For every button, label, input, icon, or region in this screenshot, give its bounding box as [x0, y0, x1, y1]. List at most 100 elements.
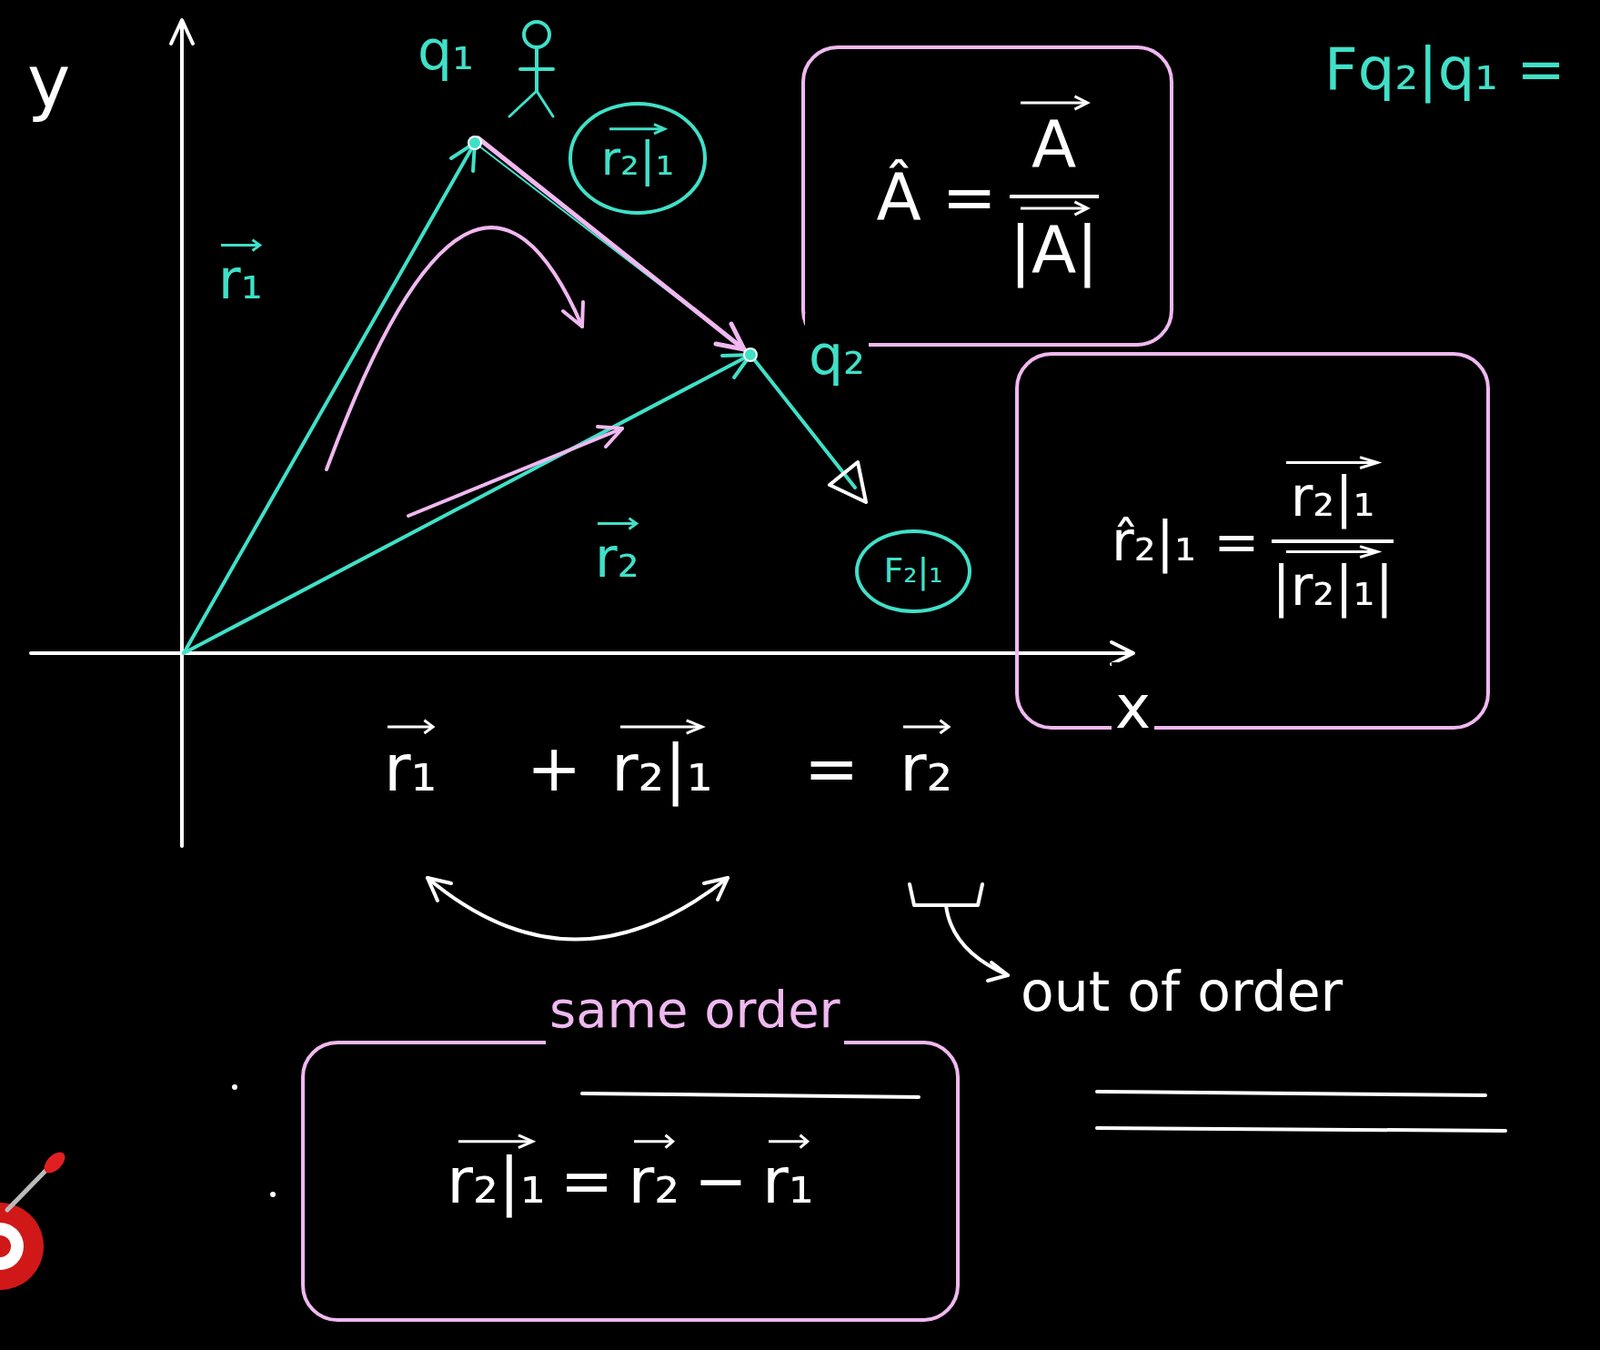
hook-arrow — [945, 905, 1008, 976]
vector-arrow — [387, 719, 434, 735]
vector-arrow — [1074, 201, 1087, 215]
formula-box: r̂₂|₁ =r₂|₁|r₂|₁| — [1015, 352, 1490, 730]
vector-arrow — [1020, 100, 1087, 104]
vector-arrow — [768, 1134, 808, 1148]
curved-arrow — [326, 227, 583, 470]
formula-text: = — [560, 1133, 614, 1229]
formula-text: A — [1009, 94, 1099, 193]
vector-arrow — [768, 1140, 807, 1144]
vector-arrow — [387, 725, 433, 729]
vector-arrow — [221, 239, 261, 252]
circled-vector: r₂|₁ — [568, 101, 708, 214]
formula-text: r̂₂|₁ = — [1111, 500, 1259, 583]
charge-label: q₂ — [805, 313, 869, 396]
formula-text: r₁ — [762, 1133, 815, 1229]
vector-arrow — [628, 518, 636, 530]
arrow-head — [704, 877, 728, 900]
formula-text: − — [694, 1133, 748, 1229]
bracket — [909, 884, 983, 906]
vector-arrow — [1286, 461, 1377, 464]
order-arc — [427, 877, 728, 940]
vector-arrow — [903, 725, 949, 729]
vector-arrow — [458, 1134, 534, 1148]
vector-arrow — [633, 1140, 673, 1144]
force-head — [829, 462, 866, 503]
underline — [1096, 1091, 1486, 1096]
formula-text: Â = — [875, 147, 997, 246]
vector-arrow — [597, 522, 636, 525]
target-icon — [0, 1235, 11, 1258]
vector-arrow — [1074, 96, 1087, 110]
vector-arrow — [654, 124, 665, 134]
vector-arrow — [633, 1134, 674, 1148]
fraction-bar — [1009, 194, 1099, 199]
vector-arrow — [1360, 545, 1379, 557]
formula-text: r₂|₁ — [601, 122, 675, 194]
symbol — [509, 90, 537, 117]
axis-label: x — [1111, 662, 1155, 753]
equation-term: r₂|₁ — [607, 718, 717, 817]
formula-text: F₂|₁ — [883, 544, 943, 597]
equation-term: r₂ — [895, 718, 956, 817]
vector-arrow — [609, 123, 665, 134]
formula-text: |A| — [1009, 200, 1099, 299]
vector-arrow — [1360, 456, 1379, 468]
formula-box: r₂|₁=r₂−r₁ — [301, 1040, 960, 1322]
note: same order — [545, 971, 845, 1048]
arrow-head — [715, 323, 745, 350]
force-expression: Fq₂|q₁ = — [1320, 25, 1570, 113]
vector-arrow — [597, 517, 637, 530]
x-axis — [30, 651, 1133, 655]
charge-dot — [468, 136, 482, 150]
equation-operator: + — [523, 718, 585, 817]
vector-arrow — [686, 720, 703, 734]
formula-box: Â =A|A| — [801, 45, 1174, 347]
underline — [1096, 1127, 1506, 1131]
vector-arrow — [939, 720, 949, 734]
fraction: A|A| — [1009, 94, 1099, 299]
arrow-head — [987, 962, 1008, 981]
equation-term: r₁ — [380, 718, 441, 817]
vector-arrow — [221, 243, 260, 247]
vector-arrow — [1286, 545, 1379, 558]
target-icon — [0, 1202, 44, 1290]
vector-arrow — [799, 1135, 807, 1148]
arrow-head — [563, 301, 584, 327]
dot — [270, 1191, 276, 1198]
formula-text: |r₂|₁| — [1271, 544, 1393, 627]
arrow-head — [597, 426, 623, 447]
vector-arrow — [1020, 95, 1088, 111]
formula-text: r₂ — [627, 1133, 680, 1229]
vector-arrow — [1020, 206, 1087, 210]
underline — [582, 1093, 919, 1097]
vector-arrow — [665, 1135, 674, 1148]
charge-dot — [744, 348, 757, 362]
dart-icon — [40, 1147, 69, 1177]
symbol — [520, 67, 554, 71]
symbol — [523, 21, 550, 48]
symbol — [536, 90, 554, 117]
vector-arrow — [423, 720, 433, 734]
fraction: r₂|₁|r₂|₁| — [1271, 455, 1393, 627]
dart-icon — [7, 1168, 48, 1210]
note: out of order — [1016, 950, 1347, 1033]
position-vector — [183, 354, 751, 654]
vector-arrow — [458, 1140, 533, 1144]
formula-text: r₂|₁ — [446, 1133, 546, 1229]
formula-text: r₂|₁ — [1271, 455, 1393, 538]
vector-label: r₂ — [591, 516, 644, 599]
axis-head — [1111, 642, 1134, 665]
vector-arrow — [518, 1135, 534, 1148]
vector-arrow — [620, 725, 702, 729]
vector-arrow — [1286, 550, 1377, 554]
vector-arrow — [251, 240, 260, 252]
vector-arrow — [1286, 456, 1379, 469]
equation-operator: = — [800, 718, 863, 817]
charge-label: q₁ — [413, 9, 478, 91]
vector-arrow — [620, 719, 704, 735]
vector-label: r₁ — [214, 238, 267, 321]
fraction-bar — [1271, 539, 1393, 544]
vector-arrow — [903, 719, 950, 735]
axis-head — [171, 20, 193, 44]
target-icon — [0, 1222, 24, 1270]
